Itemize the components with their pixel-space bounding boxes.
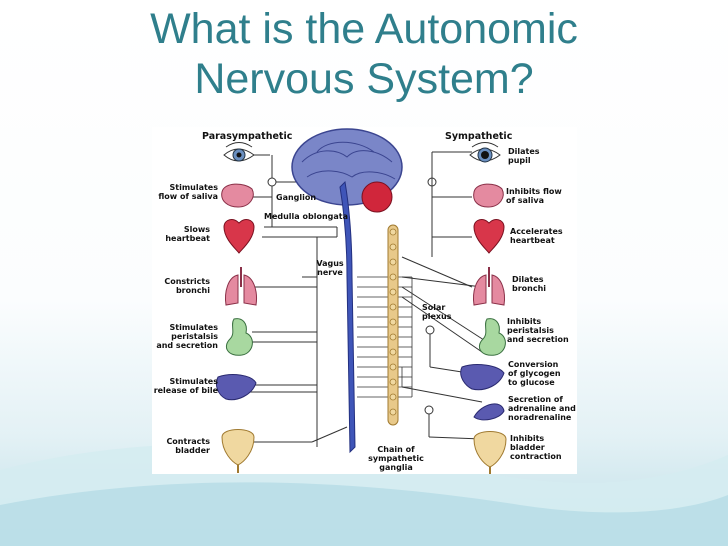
label-dilates-bronchi: Dilates bronchi	[512, 275, 547, 293]
right-eye-icon	[469, 142, 501, 163]
label-glycogen-glucose: Conversion of glycogen to glucose	[508, 360, 561, 387]
left-stomach-icon	[226, 318, 253, 356]
left-bladder-icon	[221, 429, 255, 473]
sympathetic-header: Sympathetic	[445, 131, 513, 142]
right-bladder-icon	[473, 431, 507, 474]
label-stimulates-bile: Stimulates release of bile	[153, 377, 218, 395]
label-inhibits-bladder: Inhibits bladder contraction	[510, 434, 562, 461]
brain-icon	[291, 128, 403, 213]
right-lungs-icon	[473, 267, 505, 306]
slide-title-line-1: What is the Autonomic	[150, 5, 578, 53]
label-inhibits-saliva: Inhibits flow of saliva	[506, 187, 562, 205]
label-adrenaline: Secretion of adrenaline and noradrenalin…	[508, 395, 576, 422]
slide-title: What is the Autonomic Nervous System?	[0, 4, 728, 104]
label-contracts-bladder: Contracts bladder	[166, 437, 210, 455]
label-vagus-nerve: Vagus nerve	[316, 259, 344, 277]
parasympathetic-nerve-lines	[232, 154, 348, 447]
left-salivary-gland-icon	[221, 183, 254, 208]
left-lungs-icon	[225, 267, 257, 306]
right-heart-icon	[473, 219, 505, 254]
label-inhibits-peristalsis: Inhibits peristalsis and secretion	[507, 317, 569, 344]
sympathetic-nerve-lines	[401, 151, 488, 440]
label-accelerates-heartbeat: Accelerates heartbeat	[510, 227, 563, 245]
label-dilates-pupil: Dilates pupil	[508, 147, 540, 165]
label-stimulates-saliva: Stimulates flow of saliva	[158, 183, 218, 201]
left-heart-icon	[223, 219, 255, 254]
diagram-drawing	[215, 128, 507, 474]
label-medulla-oblongata: Medulla oblongata	[264, 212, 348, 221]
autonomic-nervous-system-diagram: Parasympathetic Sympathetic Stimulates f…	[152, 127, 577, 474]
label-stimulates-peristalsis: Stimulates peristalsis and secretion	[156, 323, 218, 350]
right-salivary-gland-icon	[473, 183, 504, 208]
adrenal-gland-icon	[473, 403, 505, 421]
spinal-cord-icon	[339, 180, 356, 454]
label-solar-plexus: Solar plexus	[422, 303, 452, 321]
right-stomach-icon	[479, 318, 506, 356]
ganglia-connectors	[357, 276, 413, 398]
slide-title-line-2: Nervous System?	[194, 55, 534, 103]
chain-ganglion-beads	[389, 228, 397, 416]
left-liver-icon	[215, 374, 257, 401]
cerebellum-icon	[361, 181, 393, 213]
label-slows-heartbeat: Slows heartbeat	[165, 225, 210, 243]
label-ganglion: Ganglion	[276, 193, 317, 202]
right-liver-icon	[460, 364, 505, 391]
label-constricts-bronchi: Constricts bronchi	[164, 277, 210, 295]
label-sympathetic-chain: Chain of sympathetic ganglia	[368, 445, 424, 472]
parasympathetic-header: Parasympathetic	[202, 131, 293, 142]
left-eye-icon	[223, 142, 255, 162]
